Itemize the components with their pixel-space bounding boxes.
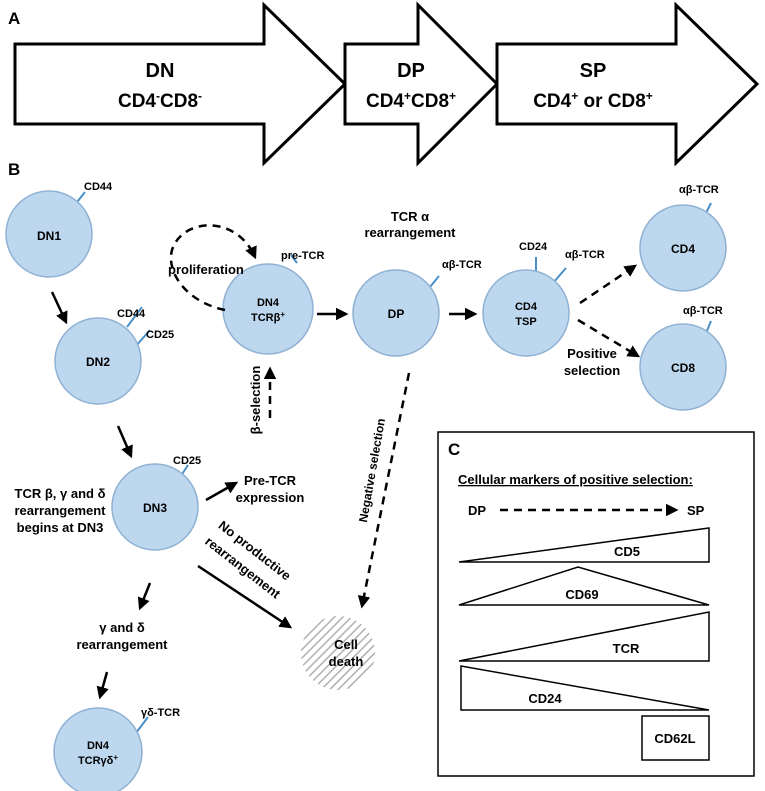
cell-dn3: DN3 — [111, 463, 199, 551]
cell-cd4-tsp: CD4 TSP — [482, 269, 570, 357]
stage-arrow-dp-title: DP — [397, 60, 425, 82]
stage-arrow-dn-title: DN — [146, 60, 175, 82]
sp-cd8-sign: + — [646, 89, 653, 103]
cell-dn4-tcrb-line1: DN4 — [257, 297, 280, 309]
wedge-tcr: TCR — [458, 611, 710, 662]
label-gd-rearr-line2: rearrangement — [76, 637, 168, 652]
dn4-tcrb-text: TCRβ — [251, 312, 281, 324]
cell-dn4-tcrb-line2: TCRβ+ — [251, 310, 285, 325]
cell-death-line2: death — [329, 654, 364, 669]
cell-cd4-tsp-line1: CD4 — [515, 301, 538, 313]
panel-b-label: B — [8, 160, 20, 179]
label-tcr-bgd-line2: rearrangement — [14, 503, 106, 518]
box-cd62l-label: CD62L — [654, 731, 695, 746]
stage-arrow-sp-markers: CD4+ or CD8+ — [533, 89, 653, 112]
marker-tsp-cd24: CD24 — [519, 241, 548, 253]
label-pretcr-line2: expression — [236, 490, 305, 505]
stage-arrow-dp-markers: CD4+CD8+ — [366, 89, 456, 112]
stage-arrow-sp: SP CD4+ or CD8+ — [495, 1, 760, 167]
wedge-cd5-label: CD5 — [614, 544, 640, 559]
wedge-cd24-label: CD24 — [528, 691, 562, 706]
label-negative-selection: Negative selection — [356, 417, 388, 523]
cell-cd4-tsp-line2: TSP — [515, 316, 536, 328]
panel-a-label: A — [8, 9, 20, 28]
marker-tsp-abtcr: αβ-TCR — [565, 249, 605, 261]
sp-cd4: CD4 — [533, 91, 571, 112]
stage-arrow-dn: DN CD4-CD8- — [13, 1, 348, 167]
dn-cd8: CD8 — [160, 91, 198, 112]
sp-cd8: CD8 — [608, 91, 646, 112]
cell-cd8-label: CD8 — [671, 361, 695, 375]
label-tcr-bgd-line1: TCR β, γ and δ — [15, 486, 106, 501]
label-pretcr-line1: Pre-TCR — [244, 473, 297, 488]
marker-dn3-cd25: CD25 — [173, 455, 201, 467]
marker-dn1-cd44: CD44 — [84, 181, 113, 193]
marker-dp-abtcr: αβ-TCR — [442, 259, 482, 271]
cell-dn3-label: DN3 — [143, 501, 167, 515]
cell-dn4-tcrgd-line1: DN4 — [87, 740, 110, 752]
label-tcr-alpha-line1: TCR α — [391, 209, 429, 224]
panel-c-to: SP — [687, 503, 705, 518]
cell-dn4-tcrb: DN4 TCRβ+ — [222, 263, 314, 355]
label-tcr-alpha-line2: rearrangement — [364, 225, 456, 240]
cell-dp: DP — [352, 269, 440, 357]
wedge-cd69-label: CD69 — [565, 587, 598, 602]
dn-cd4-sign: - — [156, 89, 160, 103]
dp-cd8-sign: + — [449, 89, 456, 103]
stage-arrow-dn-markers: CD4-CD8- — [118, 89, 202, 112]
label-beta-selection: β-selection — [248, 366, 263, 435]
sp-cd4-sign: + — [571, 89, 578, 103]
dn-cd8-sign: - — [198, 89, 202, 103]
dp-cd8: CD8 — [411, 91, 449, 112]
dn-cd4: CD4 — [118, 91, 156, 112]
marker-dn4-pretcr: pre-TCR — [281, 250, 324, 262]
cell-death-line1: Cell — [334, 637, 358, 652]
panel-c-label: C — [448, 440, 460, 459]
marker-labels: CD44 CD44 CD25 CD25 pre-TCR αβ-TCR CD24 … — [84, 181, 723, 719]
box-cd62l: CD62L — [641, 715, 710, 761]
cell-dn2: DN2 — [54, 317, 142, 405]
cell-dn4-tcrgd: DN4 TCRγδ+ — [53, 707, 143, 791]
cell-dp-label: DP — [388, 307, 405, 321]
stage-arrow-dp: DP CD4+CD8+ — [343, 1, 500, 167]
cell-dn4-tcrgd-line2: TCRγδ+ — [78, 753, 118, 768]
cell-dn1-label: DN1 — [37, 229, 61, 243]
wedge-cd24: CD24 — [460, 665, 710, 711]
cell-cd4: CD4 — [639, 204, 727, 292]
wedge-tcr-label: TCR — [613, 641, 640, 656]
label-positive-line2: selection — [564, 363, 620, 378]
marker-cd4-abtcr: αβ-TCR — [679, 184, 719, 196]
marker-dn2-cd44: CD44 — [117, 308, 146, 320]
panel-c-from: DP — [468, 503, 486, 518]
dashed-arrows — [169, 224, 641, 609]
label-proliferation: proliferation — [168, 262, 244, 277]
dp-cd4-sign: + — [404, 89, 411, 103]
wedge-cd5: CD5 — [458, 527, 710, 563]
solid-arrows — [50, 291, 478, 700]
marker-cd8-abtcr: αβ-TCR — [683, 305, 723, 317]
cell-death: Cell death — [301, 616, 375, 690]
sp-joiner: or — [578, 91, 608, 112]
wedge-cd69: CD69 — [458, 566, 710, 606]
panel-c-title: Cellular markers of positive selection: — [458, 472, 693, 487]
dn4-tcrgd-sign: + — [113, 753, 118, 762]
marker-gd-tcr: γδ-TCR — [141, 707, 180, 719]
cell-dn1: DN1 — [5, 190, 93, 278]
label-tcr-bgd-line3: begins at DN3 — [17, 520, 104, 535]
marker-dn2-cd25: CD25 — [146, 329, 174, 341]
cell-cd4-label: CD4 — [671, 242, 695, 256]
panel-c-box: C Cellular markers of positive selection… — [437, 431, 755, 777]
dp-cd4: CD4 — [366, 91, 404, 112]
dn4-tcrb-sign: + — [280, 310, 285, 319]
label-positive-line1: Positive — [567, 346, 617, 361]
dn4-tcrgd-text: TCRγδ — [78, 755, 114, 767]
cell-dn2-label: DN2 — [86, 355, 110, 369]
stage-arrow-sp-title: SP — [580, 60, 607, 82]
cell-cd8: CD8 — [639, 323, 727, 411]
label-gd-rearr-line1: γ and δ — [99, 620, 145, 635]
